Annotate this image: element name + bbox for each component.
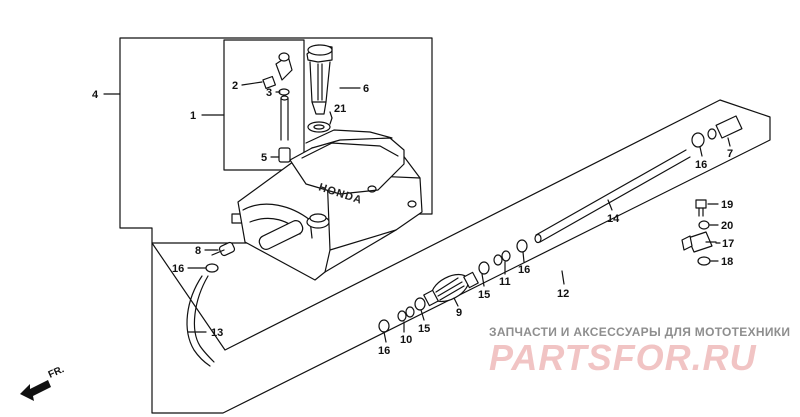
part-label-12: 12 <box>557 288 569 300</box>
clip-16-right <box>691 132 705 148</box>
part-label-20: 20 <box>721 220 733 232</box>
clip-16-lower <box>378 319 390 333</box>
part-label-17: 17 <box>722 238 734 250</box>
part-label-15: 15 <box>478 289 490 301</box>
watermark-brand: PARTSFOR.RU <box>489 337 757 378</box>
part-label-16: 16 <box>695 159 707 171</box>
part-label-19: 19 <box>721 199 733 211</box>
group-12-outline <box>151 99 771 414</box>
joint-11 <box>493 250 511 266</box>
front-direction-indicator: FR. <box>20 364 66 401</box>
joint-10 <box>397 306 415 322</box>
strainer-5 <box>278 147 291 163</box>
pipe-tube <box>280 95 289 141</box>
joint-8 <box>211 241 236 257</box>
fuel-tank <box>237 129 423 281</box>
primer-bulb-9 <box>423 271 479 307</box>
fuel-cock-17 <box>681 231 717 253</box>
clip-16-mid <box>516 239 528 253</box>
part-label-6: 6 <box>363 83 369 95</box>
washer-18 <box>697 256 711 266</box>
part-label-2: 2 <box>232 80 238 92</box>
clip-15-lower <box>414 297 426 311</box>
part-label-3: 3 <box>266 87 272 99</box>
part-label-18: 18 <box>721 256 733 268</box>
part-label-9: 9 <box>456 307 462 319</box>
clip-15-upper <box>478 261 490 275</box>
part-label-4: 4 <box>92 89 99 101</box>
part-label-10: 10 <box>400 334 412 346</box>
part-label-8: 8 <box>195 245 201 257</box>
part-label-16: 16 <box>172 263 184 275</box>
group-1-outline <box>223 39 305 171</box>
joint-7 <box>707 115 743 140</box>
direction-label: FR. <box>47 364 66 381</box>
watermark-subtitle: ЗАПЧАСТИ И АКСЕССУАРЫ ДЛЯ МОТОТЕХНИКИ <box>489 325 790 339</box>
part-label-11: 11 <box>499 276 511 288</box>
washer-20 <box>698 220 710 230</box>
bolt-19 <box>695 199 707 217</box>
part-label-16: 16 <box>378 345 390 357</box>
fuel-cock-fitting <box>262 52 293 90</box>
part-label-16: 16 <box>518 264 530 276</box>
part-label-13: 13 <box>211 327 223 339</box>
clip-16-left <box>205 263 219 273</box>
arrow-left-icon <box>20 380 51 401</box>
part-label-14: 14 <box>607 213 620 225</box>
watermark: ЗАПЧАСТИ И АКСЕССУАРЫ ДЛЯ МОТОТЕХНИКИ PA… <box>489 325 790 378</box>
hose-13 <box>186 275 211 367</box>
fuel-gauge-6 <box>306 44 333 115</box>
gasket-21 <box>307 121 331 133</box>
hose-14 <box>534 149 691 244</box>
part-label-7: 7 <box>727 148 733 160</box>
part-label-15: 15 <box>418 323 430 335</box>
part-label-5: 5 <box>261 152 267 164</box>
part-label-21: 21 <box>334 103 346 115</box>
part-label-1: 1 <box>190 110 196 122</box>
